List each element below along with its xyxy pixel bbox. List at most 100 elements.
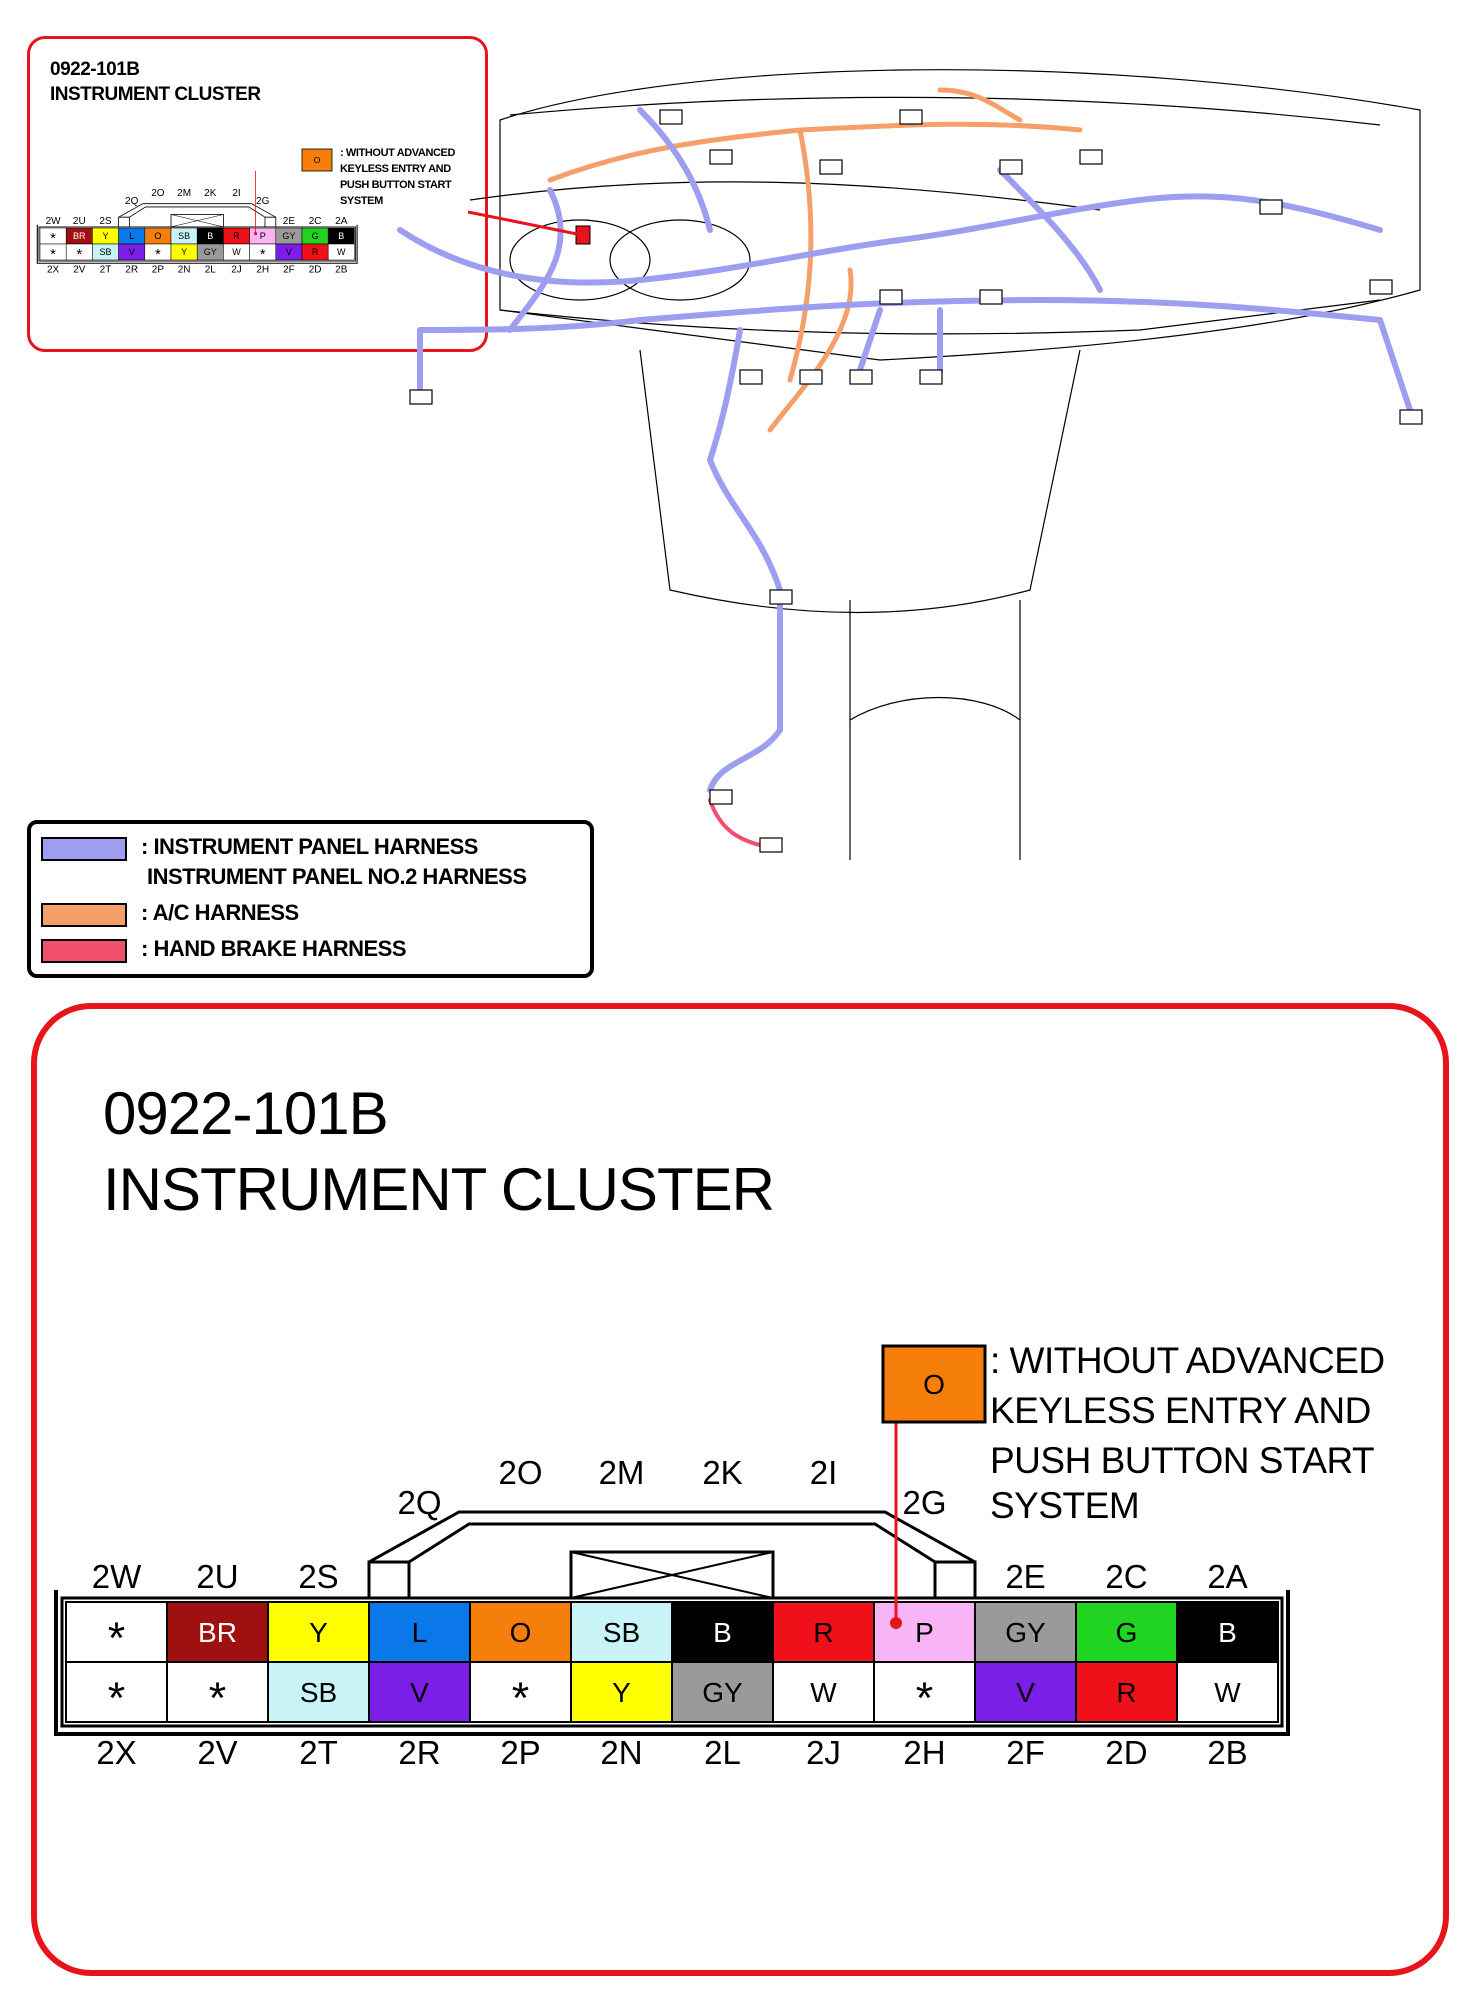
connector-cell-code: GY [702, 1677, 743, 1708]
connector-block [409, 389, 433, 405]
small-note-line: : WITHOUT ADVANCED [340, 147, 456, 159]
pin-label: 2P [152, 264, 165, 275]
connector-cell-code: * [916, 1673, 933, 1723]
small-part-number: 0922-101B [50, 59, 140, 80]
pin-label: 2D [309, 264, 322, 275]
pin-label: 2B [1207, 1734, 1247, 1771]
connector-cell [368, 1661, 471, 1723]
connector-block [709, 789, 733, 805]
connector-block [759, 837, 783, 853]
connector-latch [129, 206, 266, 218]
small-callout: 0922-101B INSTRUMENT CLUSTER [27, 36, 488, 352]
steering-column-outline [849, 600, 1021, 860]
connector-cell-code: V [286, 247, 292, 257]
leader-line [467, 210, 578, 236]
instrument-panel-harness-path [637, 107, 713, 233]
connector-block [739, 369, 763, 385]
connector-cell-code: * [209, 1673, 226, 1723]
connector-block [919, 369, 943, 385]
pin-label: 2E [283, 216, 296, 227]
pin-label: 2V [73, 264, 86, 275]
instrument-panel-harness-path [707, 727, 783, 793]
connector-block [849, 369, 873, 385]
connector-housing [36, 224, 358, 264]
pin-label: 2H [903, 1734, 945, 1771]
legend-label: : A/C HARNESS [141, 900, 299, 925]
note-swatch-code: O [314, 155, 321, 165]
connector-block [1259, 199, 1283, 215]
pin-label: 2W [92, 1558, 142, 1595]
connector-block [979, 289, 1003, 305]
gauge-outline [509, 219, 651, 301]
connector-latch [933, 1560, 977, 1598]
small-note-line: SYSTEM [340, 195, 383, 207]
connector-cell-code: B [1218, 1617, 1237, 1648]
connector-latch [264, 216, 277, 227]
connector-cell-code: B [338, 231, 344, 241]
connector-cell-code: V [410, 1677, 429, 1708]
connector-cell-code: * [108, 1613, 125, 1663]
connector-cell [671, 1661, 774, 1723]
connector-latch [118, 216, 130, 227]
pin-label: 2T [100, 264, 112, 275]
large-callout: 0922-101B INSTRUMENT CLUSTER [31, 1003, 1449, 1976]
connector-cell [469, 1661, 572, 1723]
pin-label: 2O [151, 188, 165, 199]
note-pointer-dot [890, 1617, 902, 1629]
connector-cell [873, 1601, 976, 1663]
instrument-panel-harness-path [897, 193, 1383, 243]
steering-column-curve [849, 696, 1021, 721]
connector-block [999, 159, 1023, 175]
connector-cell-code: L [129, 231, 134, 241]
pin-label: 2Q [125, 196, 139, 207]
pin-label: 2J [806, 1734, 841, 1771]
pin-label: 2G [256, 196, 270, 207]
connector-cell [1176, 1661, 1279, 1723]
pin-label: 2G [902, 1484, 946, 1521]
pin-label: 2I [232, 188, 240, 199]
pin-label: 2D [1105, 1734, 1147, 1771]
small-component-name: INSTRUMENT CLUSTER [50, 84, 261, 105]
note-swatch [881, 1344, 987, 1424]
connector-cell [166, 1601, 269, 1663]
ac-harness-path [937, 87, 1023, 123]
connector-cell [1075, 1601, 1178, 1663]
connector-cell-code: W [1214, 1677, 1241, 1708]
connector-cell-code: SB [178, 231, 190, 241]
connector-block [899, 109, 923, 125]
pin-label: 2J [231, 264, 242, 275]
gauge-outline [609, 219, 751, 301]
connector-cell [974, 1661, 1077, 1723]
pin-label: 2X [47, 264, 60, 275]
connector-block [709, 149, 733, 165]
pin-label: 2I [810, 1454, 838, 1491]
pin-label: 2S [99, 216, 112, 227]
pin-label: 2U [73, 216, 86, 227]
dashboard-outline [499, 69, 1421, 361]
connector-cell [772, 1601, 875, 1663]
pin-label: 2M [599, 1454, 645, 1491]
connector-cell-code: O [510, 1617, 532, 1648]
connector-cell-code: V [129, 247, 135, 257]
connector-cell-code: G [1116, 1617, 1138, 1648]
connector-block [1399, 409, 1423, 425]
note-line: KEYLESS ENTRY AND [990, 1390, 1371, 1431]
note-line: SYSTEM [990, 1485, 1140, 1526]
pin-label: 2A [1207, 1558, 1247, 1595]
pin-label: 2U [196, 1558, 238, 1595]
note-swatch-code: O [923, 1369, 945, 1400]
pin-label: 2Q [397, 1484, 441, 1521]
connector-latch [408, 1522, 936, 1564]
pin-label: 2C [309, 216, 322, 227]
connector-block [769, 589, 793, 605]
pin-label: 2C [1105, 1558, 1147, 1595]
pin-label: 2R [125, 264, 138, 275]
connector-cell-code: V [1016, 1677, 1035, 1708]
pin-label: 2L [205, 264, 217, 275]
component-name: INSTRUMENT CLUSTER [103, 1156, 775, 1223]
pin-label: 2N [600, 1734, 642, 1771]
legend-label: : INSTRUMENT PANEL HARNESS [141, 834, 478, 859]
pin-label: 2V [197, 1734, 237, 1771]
